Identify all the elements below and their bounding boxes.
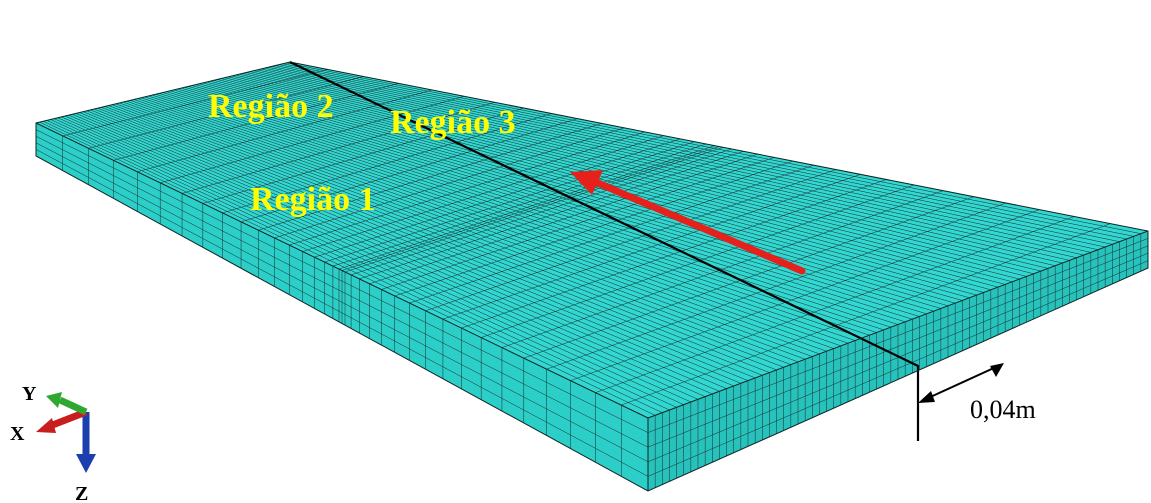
mesh-grid-front xyxy=(36,123,648,491)
mesh-line xyxy=(86,110,749,381)
mesh-line xyxy=(271,66,1113,245)
mesh-line xyxy=(648,260,1148,477)
mesh-line xyxy=(177,88,927,315)
plate-edge xyxy=(35,122,649,419)
dimension-label: 0,04m xyxy=(970,395,1036,424)
mesh-line xyxy=(72,114,720,392)
mesh-line xyxy=(217,79,1006,285)
mesh-line xyxy=(282,63,1134,237)
mesh-line xyxy=(46,120,670,411)
mesh-line xyxy=(191,85,956,304)
mesh-line xyxy=(90,109,756,379)
mesh-line xyxy=(54,118,684,405)
mesh-line xyxy=(36,142,648,463)
axis-y-line xyxy=(58,396,88,416)
mesh-grid-top xyxy=(36,62,1148,418)
mesh-line xyxy=(79,112,734,387)
mesh-line xyxy=(184,87,941,309)
mesh-line xyxy=(648,238,1148,433)
axis-x-label: X xyxy=(10,423,25,445)
mesh-line xyxy=(101,107,777,371)
mesh-line xyxy=(173,89,920,317)
mesh-line xyxy=(246,72,1063,264)
mesh-line xyxy=(162,92,899,325)
mesh-line xyxy=(148,95,870,336)
mesh-line xyxy=(159,93,891,328)
mesh-line xyxy=(36,129,648,433)
mesh-line xyxy=(275,65,1120,242)
mesh-line xyxy=(50,119,677,408)
coordinate-triad xyxy=(36,392,96,473)
mesh-line xyxy=(224,77,1020,280)
mesh-line xyxy=(43,121,663,413)
mesh-line xyxy=(57,117,691,403)
axis-z-label: Z xyxy=(75,483,88,503)
mesh-line xyxy=(181,87,934,312)
mesh-line xyxy=(141,97,856,341)
mesh-line xyxy=(93,108,763,376)
mesh-line xyxy=(260,68,1091,253)
mesh-line xyxy=(250,71,1070,261)
mesh-line xyxy=(648,245,1148,448)
mesh-line xyxy=(170,90,913,320)
mesh-line xyxy=(108,105,791,365)
mesh-line xyxy=(137,98,849,344)
plate-outline xyxy=(35,61,1149,492)
mesh-line xyxy=(64,115,706,397)
mesh-line xyxy=(39,121,656,416)
mesh-line xyxy=(119,102,813,357)
mesh-line xyxy=(279,64,1127,240)
axis-x-head xyxy=(36,418,56,433)
axis-z-head xyxy=(76,454,96,473)
region-1-label: Região 1 xyxy=(250,181,376,218)
mesh-grid-right xyxy=(648,231,1148,491)
mesh-line xyxy=(123,101,820,355)
plate-edge xyxy=(647,230,1149,419)
mesh-line xyxy=(144,96,863,339)
mesh-line xyxy=(235,74,1041,272)
region-3-label: Região 3 xyxy=(390,104,516,141)
mesh-line xyxy=(61,116,699,400)
mesh-line xyxy=(195,84,963,301)
mesh-line xyxy=(239,73,1049,269)
mesh-line xyxy=(228,76,1027,277)
axis-y-label: Y xyxy=(22,383,37,405)
region-2-label: Região 2 xyxy=(208,88,334,125)
mesh-line xyxy=(253,70,1077,258)
mesh-line xyxy=(36,135,648,448)
mesh-line xyxy=(220,78,1013,282)
mesh-line xyxy=(130,100,834,349)
mesh-line xyxy=(68,114,713,395)
mesh-line xyxy=(286,62,1141,234)
mesh-line xyxy=(83,111,741,384)
mesh-line xyxy=(133,99,841,347)
axis-x-line xyxy=(48,408,88,430)
mesh-line xyxy=(75,113,727,389)
mesh-line xyxy=(36,149,648,477)
mesh-line xyxy=(268,66,1106,248)
mesh-line xyxy=(152,94,877,333)
mesh-line xyxy=(126,100,827,352)
mesh-line xyxy=(257,69,1084,256)
dimension-arrow xyxy=(918,363,1004,403)
mesh-line xyxy=(115,103,806,360)
mesh-line xyxy=(264,67,1099,250)
mesh-line xyxy=(199,83,970,299)
axis-y-head xyxy=(46,392,62,408)
mesh-line xyxy=(97,107,770,373)
weld-line xyxy=(289,61,920,441)
welding-direction-arrow xyxy=(570,170,806,275)
mesh-line xyxy=(112,104,799,363)
mesh-line xyxy=(231,75,1034,274)
mesh-line xyxy=(104,106,784,368)
mesh-line xyxy=(166,91,906,323)
